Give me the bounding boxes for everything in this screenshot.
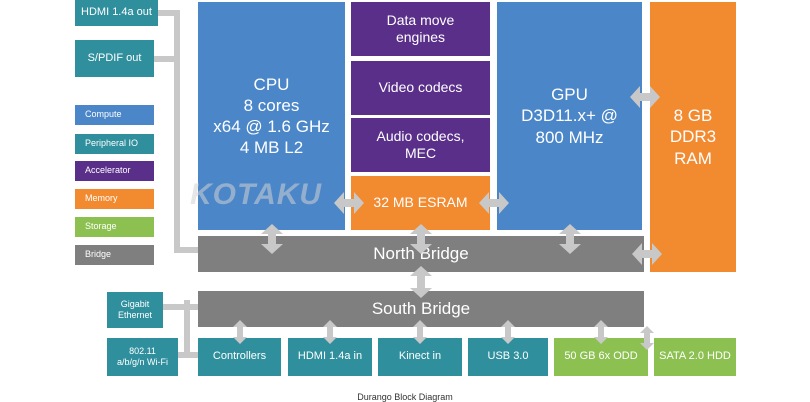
wifi-connector (178, 352, 198, 358)
gpu-title: GPU (551, 85, 588, 105)
esram-gpu-arrow (479, 192, 509, 214)
odd-box: 50 GB 6x ODD (554, 338, 648, 376)
odd-arrow (594, 320, 608, 344)
gpu-api: D3D11.x+ @ (521, 106, 618, 126)
output-vertical-connector (174, 10, 180, 253)
gigabit-ethernet-box: Gigabit Ethernet (107, 292, 163, 328)
diagram-caption: Durango Block Diagram (357, 392, 453, 402)
kinect-in-arrow (413, 320, 427, 344)
legend-accelerator: Accelerator (75, 161, 154, 181)
legend-storage-label: Storage (85, 221, 117, 232)
cpu-box: CPU 8 cores x64 @ 1.6 GHz 4 MB L2 (198, 2, 345, 230)
video-codecs-label: Video codecs (378, 79, 463, 96)
ram-type: DDR3 (669, 127, 717, 147)
spdif-out-label: S/PDIF out (87, 51, 142, 64)
ram-box: 8 GB DDR3 RAM (650, 2, 736, 272)
north-bridge-ram-arrow (632, 243, 662, 265)
gpu-box: GPU D3D11.x+ @ 800 MHz (497, 2, 642, 230)
legend-storage: Storage (75, 217, 154, 237)
data-move-engines-box: Data move engines (351, 2, 490, 56)
cpu-cache: 4 MB L2 (239, 138, 304, 158)
output-to-north-bridge-connector (174, 247, 200, 253)
gigabit-connector (163, 304, 198, 310)
esram-north-bridge-arrow (410, 224, 432, 254)
gpu-ram-arrow (630, 86, 660, 108)
legend-memory: Memory (75, 189, 154, 209)
usb-label: USB 3.0 (487, 350, 529, 363)
hdmi-out-connector (156, 10, 178, 16)
hdd-arrow (640, 326, 654, 350)
watermark: KOTAKU (190, 178, 323, 211)
usb-box: USB 3.0 (468, 338, 548, 376)
legend-accelerator-label: Accelerator (85, 165, 131, 176)
hdmi-in-arrow (323, 320, 337, 344)
controllers-box: Controllers (198, 338, 281, 376)
audio-codecs-line1: Audio codecs, (376, 127, 465, 144)
audio-codecs-box: Audio codecs, MEC (351, 118, 490, 172)
legend-memory-label: Memory (85, 193, 118, 204)
esram-box: 32 MB ESRAM (351, 176, 490, 230)
hdd-label: SATA 2.0 HDD (659, 350, 731, 363)
kinect-in-label: Kinect in (398, 350, 442, 363)
cpu-north-bridge-arrow (261, 224, 283, 254)
south-bridge-label: South Bridge (371, 299, 471, 319)
legend-bridge: Bridge (75, 245, 154, 265)
cpu-cores: 8 cores (243, 95, 300, 115)
ram-size: 8 GB (673, 106, 713, 126)
usb-arrow (501, 320, 515, 344)
spdif-out-box: S/PDIF out (75, 40, 154, 77)
gpu-north-bridge-arrow (559, 224, 581, 254)
kinect-in-box: Kinect in (378, 338, 462, 376)
north-south-bridge-arrow (410, 266, 432, 298)
esram-label: 32 MB ESRAM (373, 194, 468, 211)
cpu-title: CPU (253, 74, 290, 94)
hdmi-in-box: HDMI 1.4a in (288, 338, 372, 376)
hdmi-in-label: HDMI 1.4a in (297, 350, 363, 363)
network-vertical-connector (184, 300, 190, 356)
legend-compute: Compute (75, 105, 154, 125)
controllers-label: Controllers (212, 350, 267, 363)
wifi-box: 802.11 a/b/g/n Wi-Fi (107, 338, 178, 376)
gigabit-ethernet-line1: Gigabit (120, 298, 150, 309)
hdd-box: SATA 2.0 HDD (654, 338, 736, 376)
hdmi-out-label: HDMI 1.4a out (81, 6, 152, 19)
audio-codecs-line2: MEC (404, 145, 437, 161)
wifi-line1: 802.11 (129, 345, 156, 356)
legend-bridge-label: Bridge (85, 249, 112, 260)
cpu-esram-arrow (334, 192, 364, 214)
spdif-out-connector (153, 56, 178, 62)
controllers-arrow (233, 320, 247, 344)
legend-peripheral-io: Peripheral IO (75, 134, 154, 154)
ram-label: RAM (674, 148, 712, 168)
legend-compute-label: Compute (85, 109, 122, 120)
wifi-line2: a/b/g/n Wi-Fi (116, 357, 168, 367)
gpu-clock: 800 MHz (535, 127, 604, 147)
hdmi-out-box: HDMI 1.4a out (75, 0, 158, 26)
gigabit-ethernet-line2: Ethernet (117, 310, 153, 320)
video-codecs-box: Video codecs (351, 61, 490, 115)
legend-peripheral-io-label: Peripheral IO (85, 138, 139, 149)
odd-label: 50 GB 6x ODD (564, 350, 638, 363)
data-move-engines-line2: engines (395, 29, 446, 45)
cpu-clock: x64 @ 1.6 GHz (213, 117, 330, 136)
data-move-engines-line1: Data move (386, 11, 455, 28)
